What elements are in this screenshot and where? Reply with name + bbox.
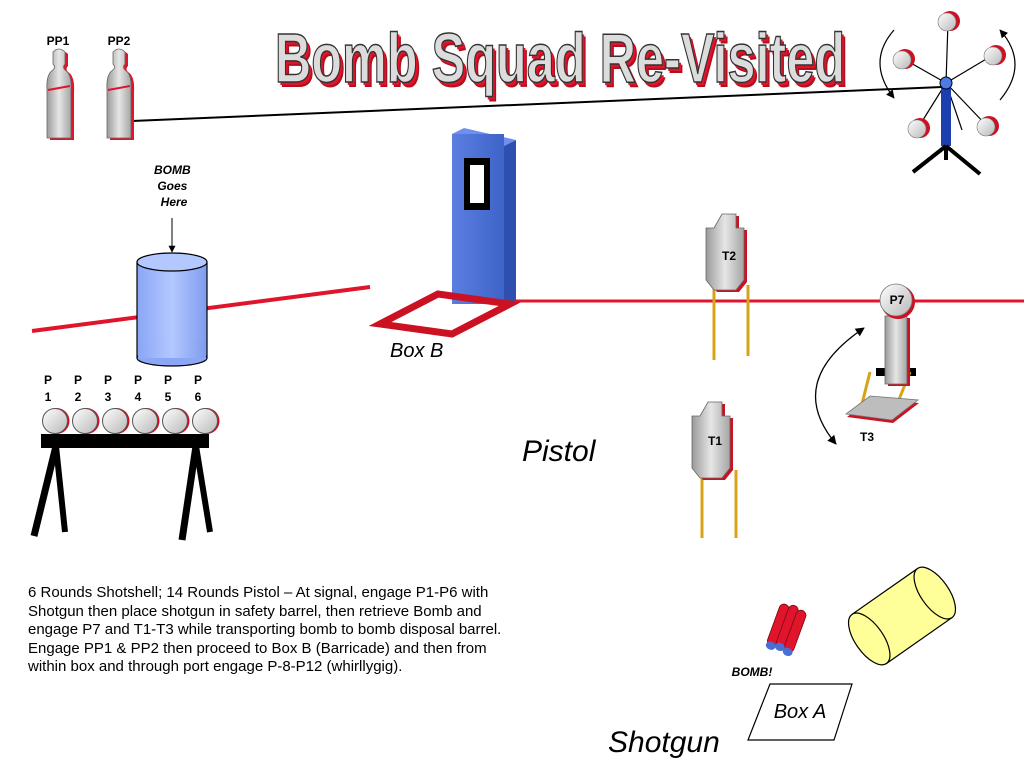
disposal-barrel	[847, 566, 957, 666]
swing-arrow	[814, 327, 865, 445]
box-a-outline	[747, 683, 853, 741]
plate-label-top: P	[194, 373, 202, 387]
target-t1	[691, 401, 738, 538]
plate-label-bottom: 2	[75, 390, 82, 404]
plate-label-top: P	[74, 373, 82, 387]
plate-rack	[30, 434, 213, 541]
plate-p3: P3	[102, 373, 130, 434]
label-bomb-goes-here: BOMB Goes Here	[154, 163, 194, 209]
plate-label-bottom: 1	[45, 390, 52, 404]
bomb-icon	[765, 603, 807, 657]
plate-p5: P5	[162, 373, 190, 434]
pp-connector-line	[131, 86, 943, 122]
target-t2	[705, 213, 750, 360]
popper-pp2	[106, 48, 135, 140]
label-box-b: Box B	[390, 340, 443, 362]
plate-label-bottom: 6	[195, 390, 202, 404]
whirligig	[879, 11, 1016, 176]
label-p7: P7	[890, 293, 905, 307]
bomb-barrel	[136, 252, 208, 367]
label-t3: T3	[860, 430, 874, 444]
rotation-arrow-right	[999, 29, 1016, 101]
plate-p2: P2	[72, 373, 100, 434]
stage-description: 6 Rounds Shotshell; 14 Rounds Pistol – A…	[28, 584, 502, 675]
title-group: Bomb Squad Re-Visited Bomb Squad Re-Visi…	[274, 18, 849, 102]
plate-label-top: P	[134, 373, 142, 387]
plate-label-bottom: 3	[105, 390, 112, 404]
plate-p4: P4	[132, 373, 160, 434]
title-depth: Bomb Squad Re-Visited	[277, 22, 847, 100]
plate-label-top: P	[44, 373, 52, 387]
label-pp2: PP2	[108, 34, 131, 48]
label-pistol: Pistol	[522, 435, 597, 468]
target-p7-t3	[814, 283, 920, 445]
title-shadow: Bomb Squad Re-Visited	[278, 24, 848, 102]
plate-p1: P1	[42, 373, 70, 434]
plate-p6: P6	[192, 373, 220, 434]
plate-label-top: P	[164, 373, 172, 387]
box-b-outline	[368, 290, 522, 338]
whirligig-plates	[892, 11, 1006, 139]
label-box-a: Box A	[774, 701, 827, 723]
page-title: Bomb Squad Re-Visited	[275, 19, 845, 97]
rotation-arrow-left	[879, 29, 895, 99]
label-t2: T2	[722, 249, 736, 263]
plate-label-bottom: 5	[165, 390, 172, 404]
label-bomb: BOMB!	[732, 665, 773, 679]
label-pp1: PP1	[47, 34, 70, 48]
plate-label-top: P	[104, 373, 112, 387]
popper-pp1	[46, 48, 75, 140]
label-shotgun: Shotgun	[608, 726, 720, 759]
barricade	[368, 128, 522, 338]
plate-label-bottom: 4	[135, 390, 142, 404]
label-t1: T1	[708, 434, 722, 448]
